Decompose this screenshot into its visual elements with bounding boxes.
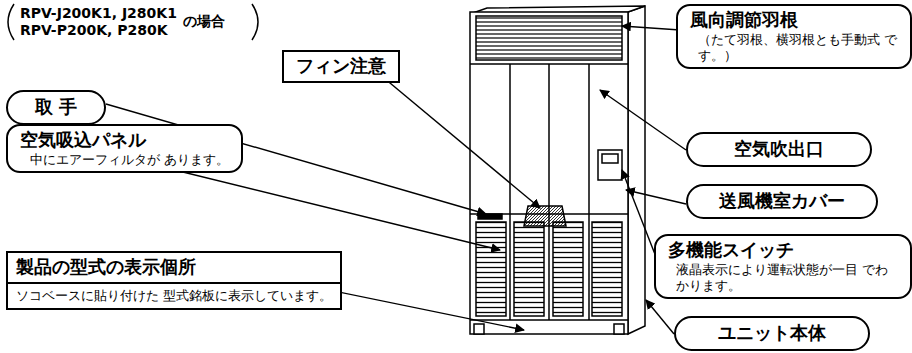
- callout-note: 液晶表示により運転状態が一目 でわかります。: [668, 262, 898, 295]
- callout-title: フィン注意: [296, 55, 386, 78]
- callout-title: 製品の型式の表示個所: [8, 253, 340, 284]
- callout-note: ソコベースに貼り付けた 型式銘板に表示しています。: [8, 284, 340, 308]
- callout-title: 空気吸込パネル: [20, 129, 229, 152]
- callout-oval: ユニット本体: [674, 316, 870, 351]
- model-name: RPV-P200K, P280K: [20, 22, 168, 38]
- callout-title: 取 手: [26, 96, 86, 119]
- model-name: RPV-J200K1, J280K1: [20, 5, 177, 21]
- callout-title: 空気吹出口: [706, 138, 852, 161]
- callout-title: 送風機室カバー: [706, 190, 858, 213]
- callout-title: 多機能スイッチ: [668, 239, 898, 262]
- callout-box: 多機能スイッチ液晶表示により運転状態が一目 でわかります。: [654, 234, 912, 299]
- callout-box: 風向調節羽根（たて羽根、横羽根とも手動式 です。）: [676, 4, 912, 69]
- callout-oval: 空気吹出口: [686, 132, 872, 167]
- note-label: の場合: [183, 13, 225, 29]
- callout-oval: 送風機室カバー: [686, 184, 878, 219]
- callout-title: ユニット本体: [694, 322, 850, 345]
- callout-title: 風向調節羽根: [690, 9, 898, 32]
- callout-note: （たて羽根、横羽根とも手動式 です。）: [690, 32, 898, 65]
- callout-note: 中にエアーフィルタが あります。: [20, 152, 229, 168]
- callout-oval: 取 手: [6, 90, 106, 125]
- callout-box: 空気吸込パネル中にエアーフィルタが あります。: [6, 124, 243, 173]
- caution-box: フィン注意: [282, 50, 400, 83]
- callout-box: 製品の型式の表示個所ソコベースに貼り付けた 型式銘板に表示しています。: [6, 251, 342, 310]
